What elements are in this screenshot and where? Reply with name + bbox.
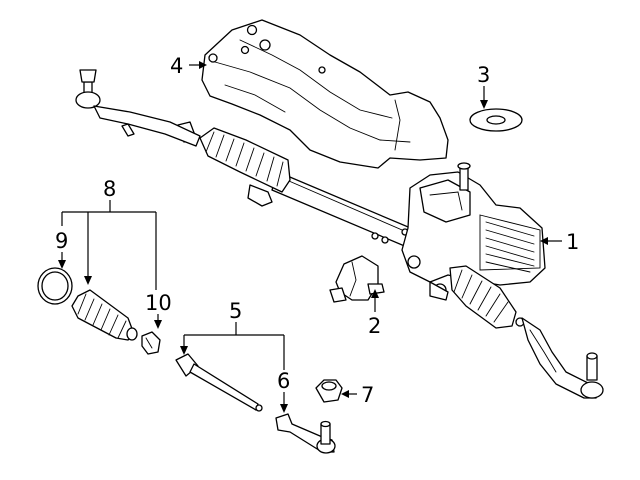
callout-10: 10 xyxy=(145,291,172,315)
callout-6: 6 xyxy=(277,369,290,393)
callout-7: 7 xyxy=(361,383,374,407)
left-tie-rod-end-part[interactable] xyxy=(75,69,201,147)
steering-boot-part[interactable] xyxy=(71,289,138,341)
right-boot-assembled-part[interactable] xyxy=(449,265,525,329)
mount-bushing-part[interactable] xyxy=(329,255,385,303)
inner-tie-rod-part[interactable] xyxy=(175,353,263,412)
boot-clamp-part[interactable] xyxy=(37,267,73,305)
leader-lines xyxy=(58,61,562,413)
callout-8: 8 xyxy=(103,177,116,201)
heat-shield-part[interactable] xyxy=(201,19,449,169)
nut-part[interactable] xyxy=(315,379,343,403)
left-boot-assembled-part[interactable] xyxy=(199,127,291,193)
callout-3: 3 xyxy=(477,63,490,87)
washer-part[interactable] xyxy=(469,108,523,132)
callout-4: 4 xyxy=(170,54,183,78)
callout-2: 2 xyxy=(368,314,381,338)
callout-9: 9 xyxy=(55,229,68,253)
steering-gear-motor-part[interactable] xyxy=(401,162,546,301)
small-clamp-part[interactable] xyxy=(141,331,161,355)
callout-5: 5 xyxy=(229,299,242,323)
right-tie-rod-end-part[interactable] xyxy=(521,317,604,399)
outer-tie-rod-end-part[interactable] xyxy=(275,413,336,454)
callout-1: 1 xyxy=(566,230,579,254)
